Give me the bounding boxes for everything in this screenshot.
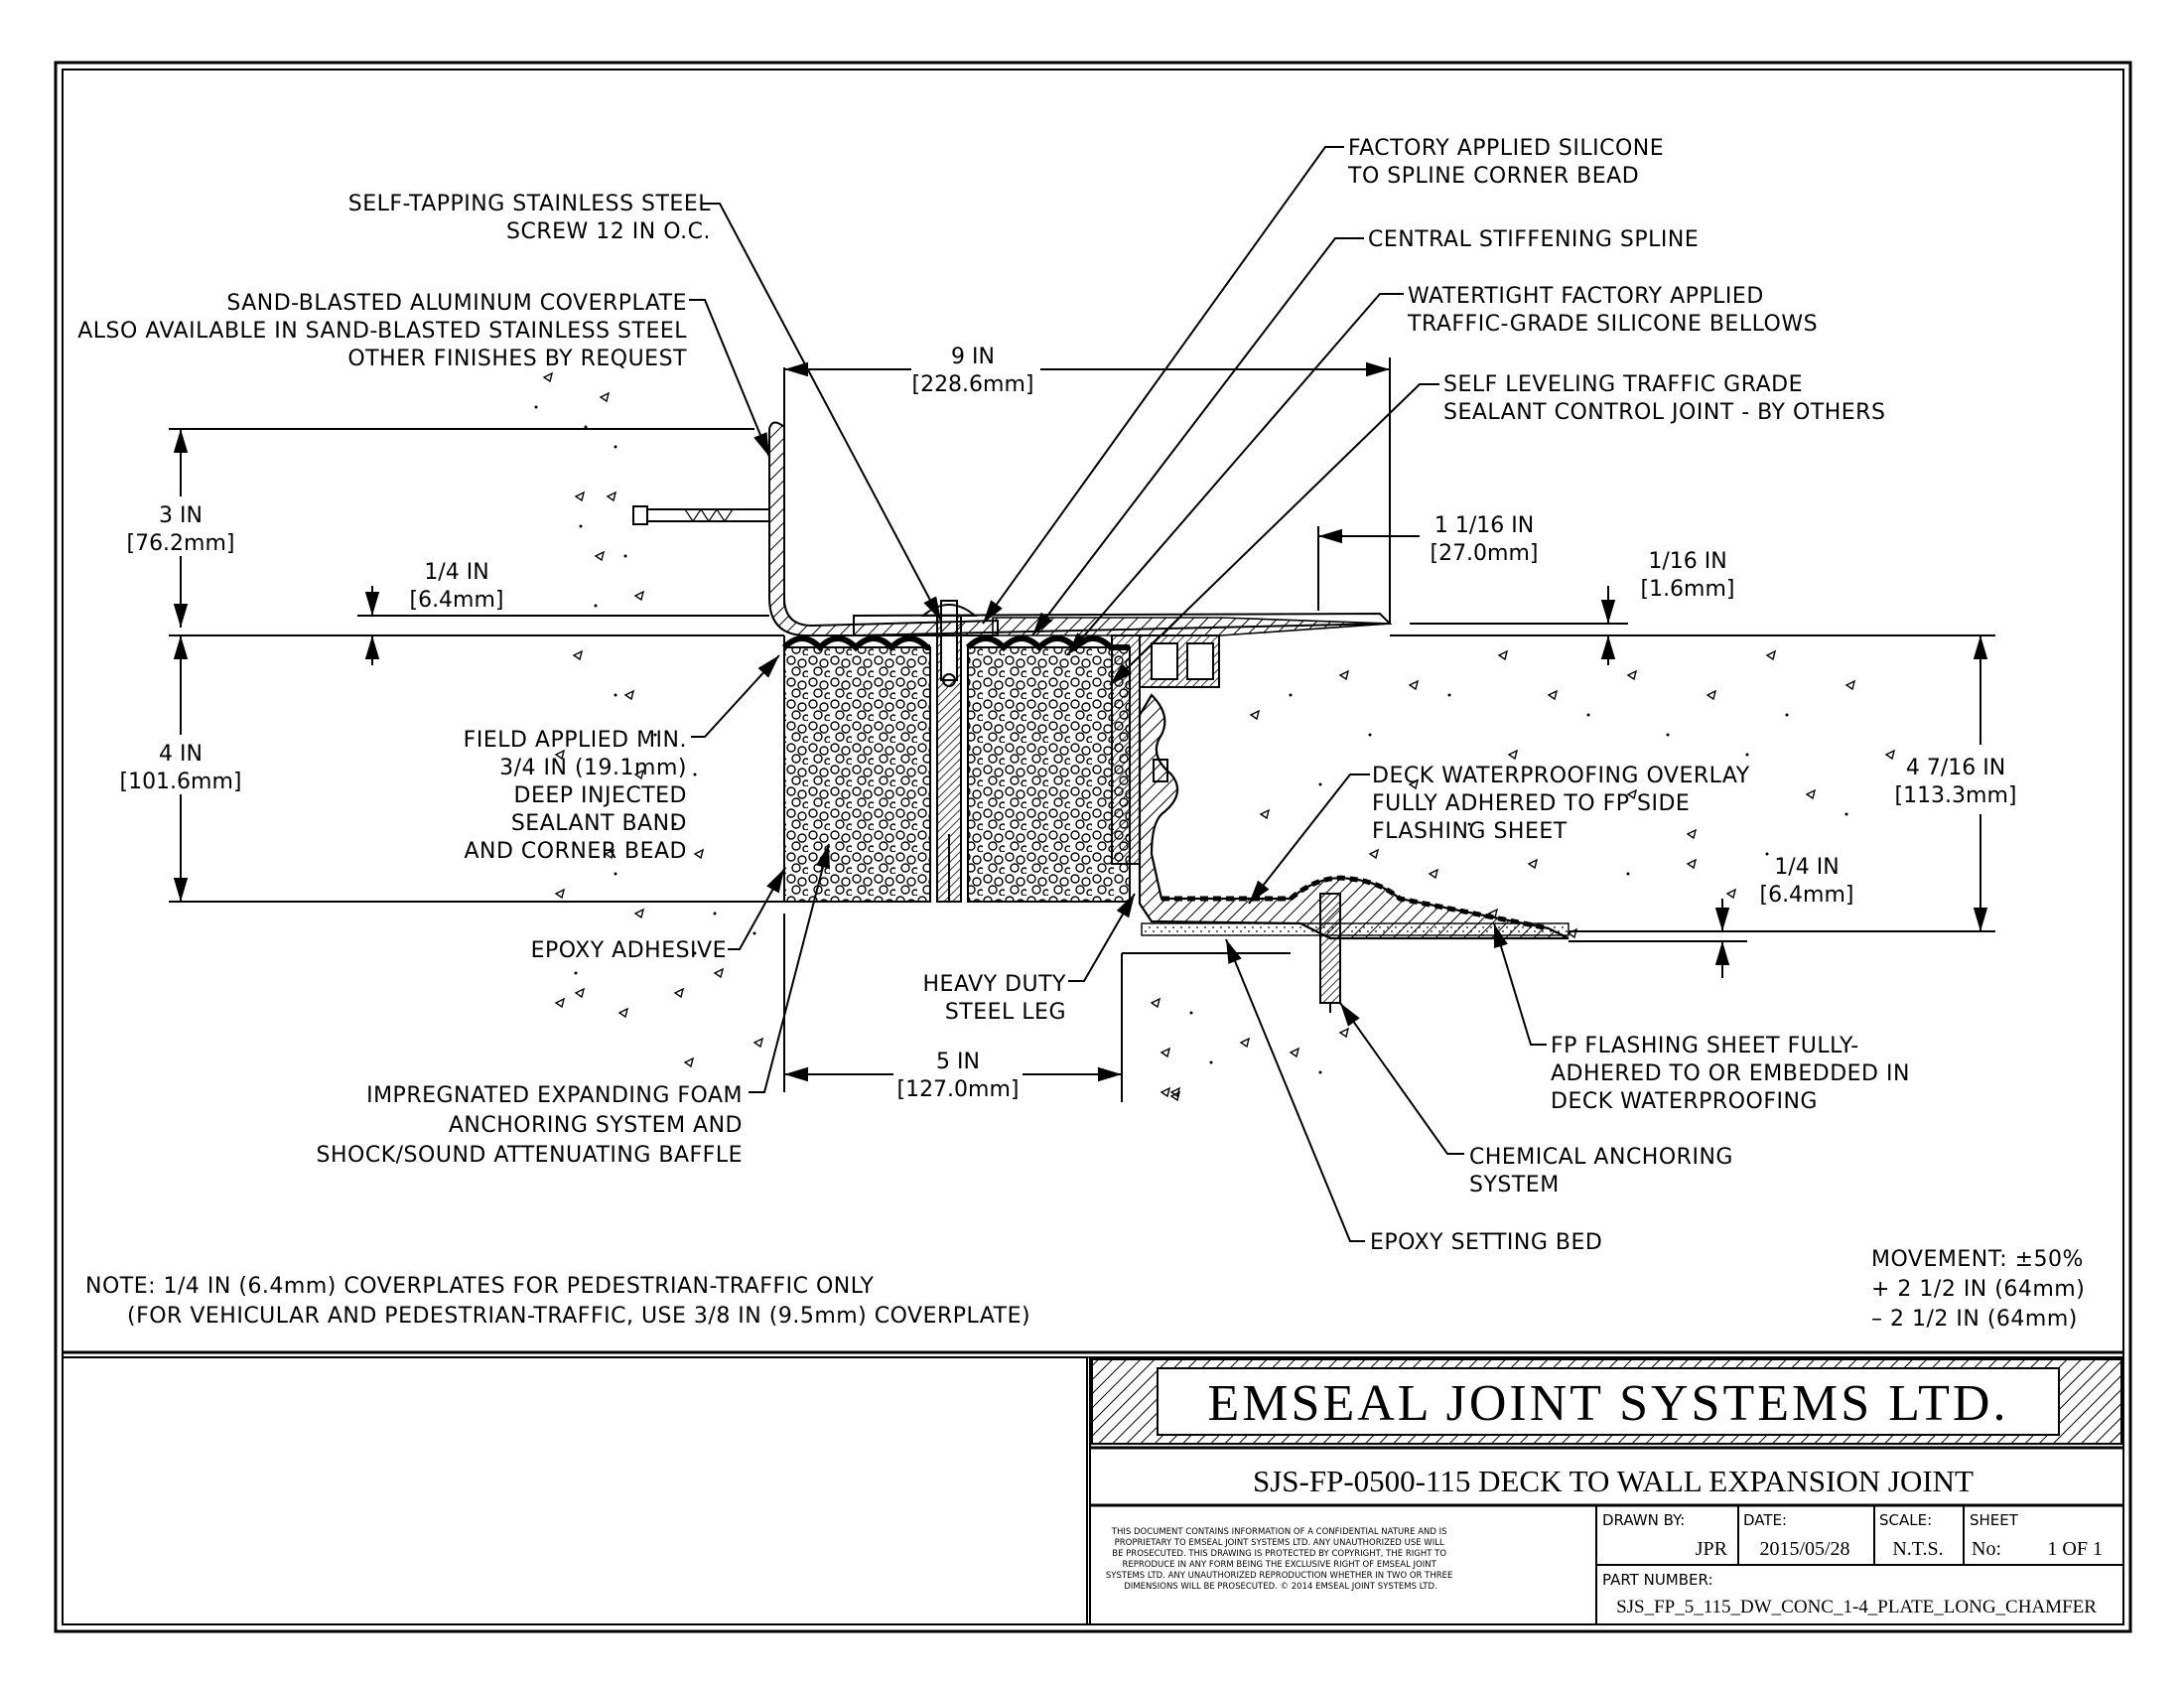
disclaimer: THIS DOCUMENT CONTAINS INFORMATION OF A … [1106, 1527, 1455, 1592]
dimension-texts: 9 IN[228.6mm] 3 IN[76.2mm] 1/4 IN[6.4mm]… [119, 345, 2016, 1102]
scale: N.T.S. [1892, 1538, 1943, 1560]
svg-text:EPOXY ADHESIVE: EPOXY ADHESIVE [531, 938, 727, 963]
svg-text:1/4 IN[6.4mm]: 1/4 IN[6.4mm] [409, 560, 503, 613]
bellows-left [781, 635, 930, 652]
svg-text:CENTRAL STIFFENING SPLINE: CENTRAL STIFFENING SPLINE [1368, 227, 1699, 252]
svg-text:1/16 IN[1.6mm]: 1/16 IN[1.6mm] [1640, 549, 1734, 602]
part-number: SJS_FP_5_115_DW_CONC_1-4_PLATE_LONG_CHAM… [1616, 1597, 2097, 1618]
svg-text:5 IN[127.0mm]: 5 IN[127.0mm] [896, 1050, 1019, 1102]
concrete-aggregate [542, 371, 1896, 1102]
title-block: EMSEAL JOINT SYSTEMS LTD. SJS-FP-0500-11… [62, 1356, 2124, 1625]
coverplate [768, 421, 999, 636]
leader-lines [689, 146, 1547, 1242]
sheet-value: 1 OF 1 [2047, 1538, 2103, 1560]
date: 2015/05/28 [1759, 1538, 1849, 1560]
foam-block-right [967, 646, 1131, 903]
date-label: DATE: [1743, 1511, 1787, 1529]
svg-text:9 IN[228.6mm]: 9 IN[228.6mm] [911, 345, 1033, 397]
concrete-dots [534, 405, 1848, 1074]
sheet-label: SHEET [1970, 1511, 2019, 1529]
svg-text:4 7/16 IN[113.3mm]: 4 7/16 IN[113.3mm] [1894, 756, 2016, 808]
company-box [1157, 1367, 2060, 1436]
movement-spec: MOVEMENT: ±50%+ 2 1/2 IN (64mm)– 2 1/2 I… [1871, 1247, 2085, 1332]
svg-text:3 IN[76.2mm]: 3 IN[76.2mm] [126, 503, 234, 556]
scale-label: SCALE: [1879, 1511, 1932, 1529]
svg-text:1/4 IN[6.4mm]: 1/4 IN[6.4mm] [1759, 855, 1853, 908]
outer-border [54, 61, 2132, 1633]
company-name: EMSEAL JOINT SYSTEMS LTD. [1208, 1375, 2009, 1432]
svg-text:1 1/16 IN[27.0mm]: 1 1/16 IN[27.0mm] [1430, 513, 1538, 566]
drawn-by: JPR [1696, 1538, 1728, 1560]
sheet-no-label: No: [1972, 1538, 2001, 1560]
drawn-by-label: DRAWN BY: [1602, 1511, 1685, 1529]
part-number-label: PART NUMBER: [1602, 1571, 1713, 1589]
svg-text:FIELD APPLIED MIN.3/4 IN (19.1: FIELD APPLIED MIN.3/4 IN (19.1mm)DEEP IN… [464, 728, 687, 864]
foam-block-left [783, 646, 931, 903]
bellows-right [965, 635, 1130, 652]
wall-screw [632, 505, 769, 525]
chemical-anchor [1319, 893, 1341, 1004]
epoxy-bed [1141, 922, 1570, 936]
drawing-title: SJS-FP-0500-115 DECK TO WALL EXPANSION J… [1253, 1464, 1974, 1498]
coverplate-note: NOTE: 1/4 IN (6.4mm) COVERPLATES FOR PED… [85, 1274, 1030, 1329]
svg-text:4 IN[101.6mm]: 4 IN[101.6mm] [119, 742, 241, 794]
dimension-lines [169, 357, 1995, 1092]
svg-text:FP FLASHING SHEET FULLY-ADHERE: FP FLASHING SHEET FULLY-ADHERED TO OR EM… [1551, 1034, 1910, 1114]
svg-text:EPOXY SETTING BED: EPOXY SETTING BED [1370, 1230, 1602, 1255]
section-drawing [169, 371, 1985, 1102]
flashing-sheet [1138, 693, 1570, 940]
chamfer-plate [992, 617, 1391, 636]
